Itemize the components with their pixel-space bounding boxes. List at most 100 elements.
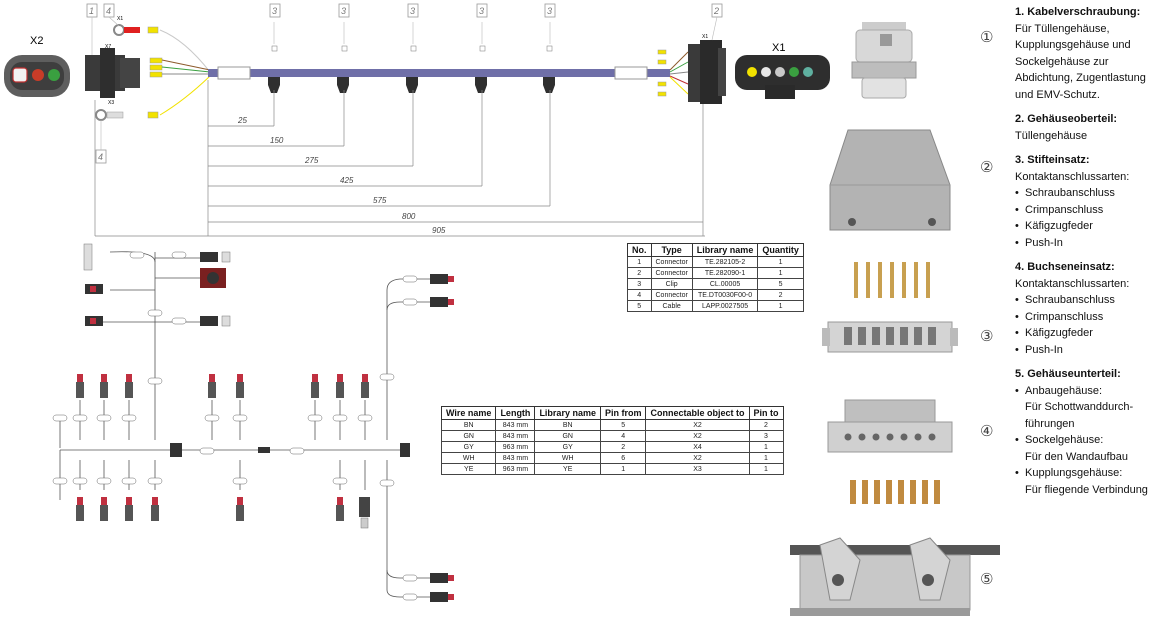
right-wire-markers [657, 49, 667, 97]
table-cell: X2 [645, 452, 750, 464]
table-cell: 1 [627, 256, 652, 268]
table-cell: YE [440, 463, 497, 475]
legend-list-item: Käfigzugfeder [1015, 218, 1157, 235]
dimension-lines [94, 80, 705, 237]
legend-title: 2. Gehäuseoberteil: [1015, 113, 1118, 125]
legend-section-2: 2. Gehäuseoberteil: Tüllengehäuse [1015, 111, 1157, 144]
housing-top-image [829, 129, 951, 231]
table-cell: 4 [599, 430, 647, 442]
legend-list-item: Schraubanschluss [1015, 292, 1157, 309]
cable-clips [268, 77, 555, 93]
table-cell: TE.282090-1 [691, 267, 759, 279]
table-cell: 6 [599, 452, 647, 464]
x1-connector-face [735, 55, 830, 99]
x1-label: X1 [772, 42, 785, 54]
table-cell: 5 [627, 300, 652, 312]
legend-sub-text: Für den Wandaufbau [1025, 450, 1128, 463]
svg-text:4: 4 [98, 152, 103, 162]
col-pin-to: Pin to [748, 406, 784, 420]
table-cell: Connector [650, 256, 693, 268]
pin-contacts-image [854, 262, 930, 298]
marker-3: ③ [980, 327, 994, 345]
svg-text:3: 3 [272, 6, 277, 16]
col-length: Length [495, 406, 536, 420]
table-cell: Connector [650, 267, 693, 279]
svg-text:3: 3 [341, 6, 346, 16]
table-cell: 4 [627, 289, 652, 301]
left-wire-markers [149, 57, 163, 78]
callout-texts: 1 4 3 3 3 3 3 2 4 [89, 6, 719, 162]
svg-text:275: 275 [304, 156, 319, 165]
legend-title: 4. Buchseneinsatz: [1015, 261, 1115, 273]
svg-text:150: 150 [270, 136, 284, 145]
legend-list: Anbaugehäuse: Für Schottwanddurch-führun… [1015, 383, 1157, 499]
table-cell: 5 [757, 278, 804, 290]
table-cell: 3 [748, 430, 784, 442]
table-cell: GY [440, 441, 497, 453]
table-cell: X3 [645, 463, 750, 475]
wires-table: Wire name Length Library name Pin from C… [440, 406, 784, 475]
table-cell: 3 [627, 278, 652, 290]
x3-label: X3 [108, 100, 114, 106]
legend-section-5: 5. Gehäuseunterteil: Anbaugehäuse: Für S… [1015, 366, 1157, 498]
table-cell: X4 [645, 441, 750, 453]
table-cell: 1 [748, 463, 784, 475]
table-cell: BN [534, 419, 601, 431]
svg-text:2: 2 [713, 6, 719, 16]
right-fan-wires [669, 51, 689, 95]
x1-small-label: X1 [702, 34, 708, 40]
marker-5: ⑤ [980, 570, 994, 588]
legend-sub-text: Für fliegende Verbindung [1025, 483, 1148, 496]
schematic-splice [258, 447, 270, 453]
legend-section-4: 4. Buchseneinsatz: Kontaktanschlussarten… [1015, 259, 1157, 358]
legend-list: Schraubanschluss Crimpanschluss Käfigzug… [1015, 185, 1157, 251]
col-quantity: Quantity [757, 243, 804, 257]
wires-table-header: Wire name Length Library name Pin from C… [440, 406, 784, 420]
col-library-name: Library name [534, 406, 601, 420]
schematic-branches [79, 400, 366, 490]
table-cell: GN [440, 430, 497, 442]
clip-markers [271, 45, 553, 52]
table-cell: 963 mm [495, 463, 536, 475]
legend-title: 1. Kabelverschraubung: [1015, 6, 1141, 18]
clip-leaders [273, 22, 551, 44]
table-cell: 1 [599, 463, 647, 475]
housing-bottom-image [790, 537, 1000, 616]
dimension-texts: 25 150 275 425 575 800 905 [237, 116, 446, 235]
marker-4: ④ [980, 422, 994, 440]
marker-2: ② [980, 158, 994, 176]
table-cell: Clip [650, 278, 693, 290]
svg-text:1: 1 [89, 6, 94, 16]
legend-list-item: Push-In [1015, 342, 1157, 359]
legend-sub-text: Für Schottwanddurch-führungen [1025, 401, 1134, 430]
svg-text:3: 3 [410, 6, 415, 16]
schematic-hub-left [170, 443, 182, 457]
legend-list-item: Käfigzugfeder [1015, 325, 1157, 342]
legend-list-item: Schraubanschluss [1015, 185, 1157, 202]
legend-title: 5. Gehäuseunterteil: [1015, 368, 1121, 380]
table-cell: 843 mm [495, 419, 536, 431]
legend-title: 3. Stifteinsatz: [1015, 154, 1090, 166]
table-cell: 1 [748, 441, 784, 453]
table-cell: LAPP.0027505 [691, 300, 759, 312]
svg-text:905: 905 [432, 226, 446, 235]
schematic-hub-right [400, 443, 410, 457]
legend-text: Kontaktanschlussarten: [1015, 277, 1130, 290]
table-cell: 2 [757, 289, 804, 301]
legend-text: Für Tüllengehäuse, Kupplungsgehäuse und … [1015, 22, 1146, 101]
x1-connector-body [688, 40, 726, 104]
table-cell: 2 [599, 441, 647, 453]
svg-text:425: 425 [340, 176, 354, 185]
table-cell: GY [534, 441, 601, 453]
schematic-length-tags [52, 251, 418, 601]
table-cell: 843 mm [495, 452, 536, 464]
legend-text: Kontaktanschlussarten: [1015, 170, 1130, 183]
